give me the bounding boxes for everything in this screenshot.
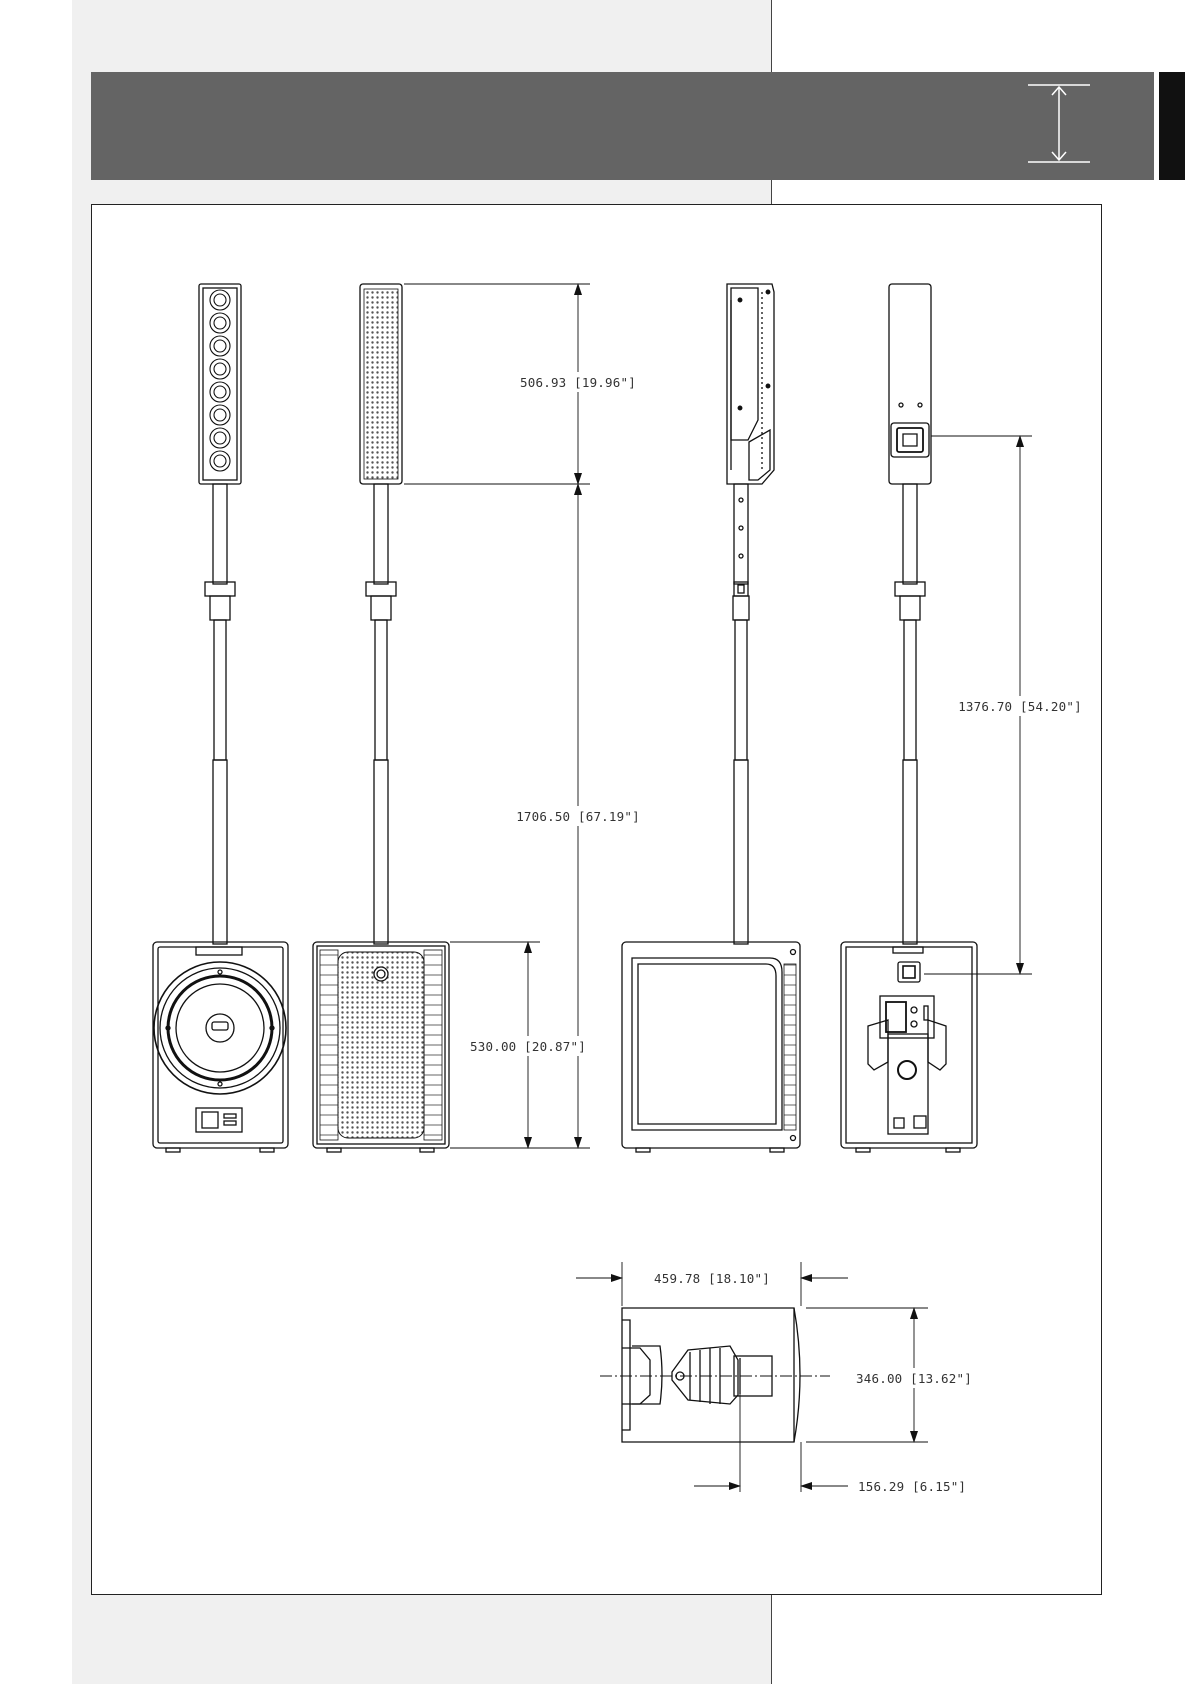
dim-sub-depth: 346.00 [13.62"] bbox=[856, 1371, 972, 1386]
rear-view bbox=[841, 284, 977, 1152]
height-dimension-icon bbox=[1028, 85, 1090, 162]
side-view bbox=[622, 284, 800, 1152]
front-view-open bbox=[153, 284, 288, 1152]
dim-sub-height: 530.00 [20.87"] bbox=[470, 1039, 586, 1054]
dimension-lines bbox=[404, 284, 1032, 1492]
dim-pole-offset: 156.29 [6.15"] bbox=[858, 1479, 966, 1494]
front-view-grille bbox=[313, 284, 449, 1152]
dim-top-module-height: 506.93 [19.96"] bbox=[520, 375, 636, 390]
top-view bbox=[622, 1308, 800, 1442]
dim-sub-width: 459.78 [18.10"] bbox=[654, 1271, 770, 1286]
dim-total-height: 1706.50 [67.19"] bbox=[516, 809, 640, 824]
dim-pole-mount-height: 1376.70 [54.20"] bbox=[958, 699, 1082, 714]
